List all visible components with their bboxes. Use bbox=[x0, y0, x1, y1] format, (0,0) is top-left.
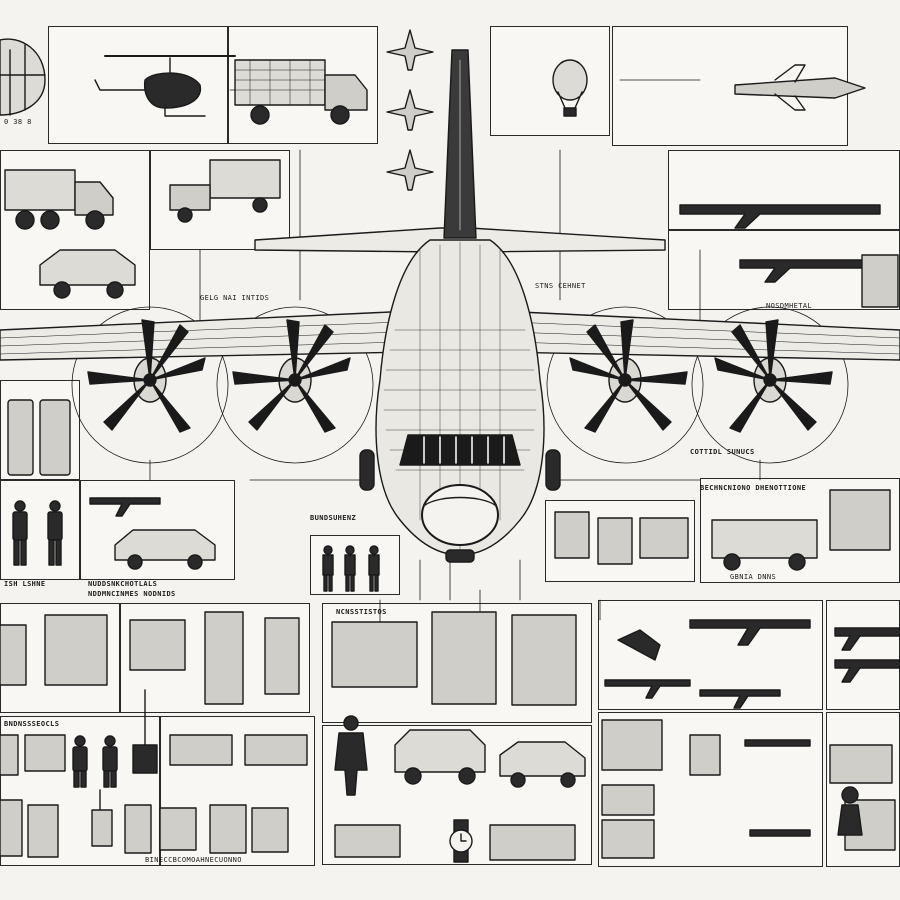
label-wing-right: STNS CEHNET bbox=[535, 282, 586, 290]
label-top-left: 0 38 8 bbox=[4, 118, 32, 126]
transport-truck-icon bbox=[169, 159, 281, 223]
equipment-block-icon bbox=[0, 489, 896, 861]
panel-weapons-right bbox=[668, 150, 900, 230]
propeller-sweep-circles bbox=[71, 306, 849, 464]
label-right-caption-2: GBNIA DNNS bbox=[730, 573, 777, 581]
propellers bbox=[87, 319, 833, 433]
camo-soldier-icon bbox=[334, 715, 368, 796]
label-bottom-caption-1: NCNSSTISTOS bbox=[336, 608, 387, 616]
main-wing bbox=[0, 311, 411, 361]
crate-icon bbox=[861, 254, 899, 308]
label-fuselage-caption: GELG NAI INTIDS bbox=[200, 294, 270, 302]
label-mid-caption: NOSDMHETAL bbox=[766, 302, 813, 310]
drone-icon bbox=[744, 739, 863, 837]
balloon-icon bbox=[552, 59, 588, 117]
military-truck-icon bbox=[4, 169, 114, 230]
cargo-plane-icon bbox=[734, 64, 866, 111]
label-engine-caption: COTTIDL SUNUCS bbox=[690, 448, 755, 456]
assault-rifle-icon bbox=[89, 497, 161, 517]
radome bbox=[421, 484, 499, 546]
label-center-caption: BUNDSUHENZ bbox=[310, 514, 357, 522]
label-right-caption-1: BECHNCNIONO DHENOTTIONE bbox=[700, 484, 807, 492]
armored-truck-icon bbox=[394, 729, 486, 785]
wristwatch-icon bbox=[449, 819, 473, 863]
panel-far-right bbox=[826, 600, 900, 710]
rifle-icon bbox=[679, 204, 900, 683]
jeep-icon bbox=[39, 249, 136, 299]
utility-vehicle-icon bbox=[499, 741, 586, 788]
armored-vehicle-icon bbox=[711, 519, 818, 571]
helicopter-icon bbox=[94, 55, 236, 117]
label-bottom-caption-2: BNDNSSSEOCLS bbox=[4, 720, 60, 728]
soldier-icon bbox=[12, 500, 380, 788]
dome-structure-icon bbox=[0, 38, 46, 116]
backpack-icon bbox=[7, 399, 71, 476]
label-left-caption-2: NUDDSNKCHOTLALS bbox=[88, 580, 158, 588]
label-left-caption-3: NDDMNCINMES NODNIDS bbox=[88, 590, 176, 598]
cockpit-windows bbox=[399, 434, 521, 466]
label-bottom-caption-3: BINECCBCOMOAHNECUONNO bbox=[145, 856, 242, 864]
label-left-caption-1: ISH LSHNE bbox=[4, 580, 46, 588]
machine-gun-icon bbox=[604, 629, 781, 709]
radio-icon bbox=[91, 689, 158, 847]
panel-fighter-top bbox=[490, 26, 610, 136]
fighter-jet-icon bbox=[386, 29, 434, 191]
cargo-truck-icon bbox=[234, 59, 368, 125]
suv-icon bbox=[114, 529, 216, 570]
